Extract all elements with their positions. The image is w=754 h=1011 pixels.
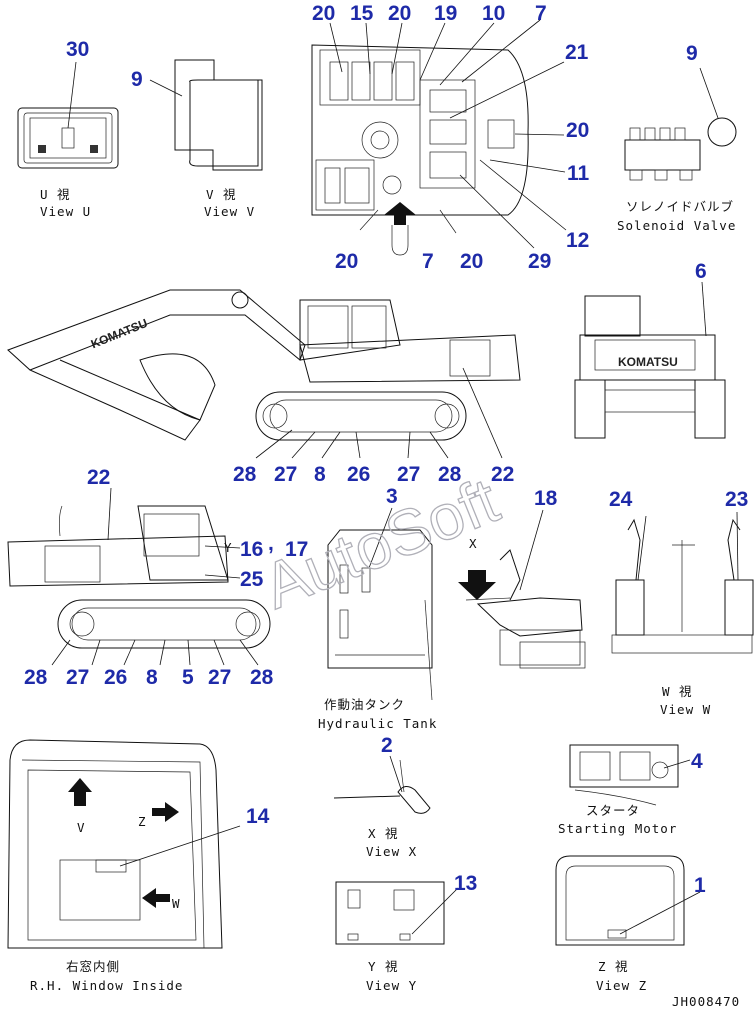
- callout-22-left: 22: [87, 466, 110, 489]
- view-u-label: View U: [40, 204, 91, 219]
- callout-1: 1: [694, 874, 706, 897]
- view-x-label-jp: X 視: [368, 826, 399, 841]
- callout-23: 23: [725, 488, 748, 511]
- callout-9-solenoid: 9: [686, 42, 698, 65]
- view-u-label-jp: U 視: [40, 187, 71, 202]
- callout-26-mid: 26: [347, 463, 370, 486]
- comma-separator: ,: [268, 532, 274, 555]
- view-u-drawing: [17, 61, 119, 169]
- view-y-label-jp: Y 視: [368, 959, 399, 974]
- callout-27-left-a: 27: [66, 666, 89, 689]
- callout-27-mid-a: 27: [274, 463, 297, 486]
- callout-8-mid: 8: [314, 463, 326, 486]
- top-view-drawing: [311, 19, 567, 256]
- solenoid-valve-drawing: [624, 67, 737, 181]
- control-drawing: [458, 509, 586, 669]
- hydraulic-tank-label-jp: 作動油タンク: [324, 697, 405, 712]
- letter-v: V: [77, 820, 86, 835]
- window-label-jp: 右窓内側: [66, 959, 120, 974]
- callout-10: 10: [482, 2, 505, 25]
- callout-18: 18: [534, 487, 558, 510]
- callout-27-left-b: 27: [208, 666, 231, 689]
- view-y-label: View Y: [366, 978, 417, 993]
- view-w-label: View W: [660, 702, 711, 717]
- callout-29: 29: [528, 250, 551, 273]
- callout-20-top-a: 20: [312, 2, 335, 25]
- callout-2: 2: [381, 734, 393, 757]
- callout-27-mid-b: 27: [397, 463, 420, 486]
- callout-28-left-a: 28: [24, 666, 48, 689]
- komatsu-logo-boom: KOMATSU: [89, 316, 150, 351]
- view-v-drawing: [149, 59, 263, 171]
- callout-20-top-b: 20: [388, 2, 411, 25]
- callout-3: 3: [386, 485, 398, 508]
- view-w-label-jp: W 視: [662, 684, 693, 699]
- callout-8-left: 8: [146, 666, 158, 689]
- callout-6: 6: [695, 260, 707, 283]
- callout-7-bottom: 7: [422, 250, 434, 273]
- callout-26-left: 26: [104, 666, 127, 689]
- window-inside-drawing: [7, 739, 241, 949]
- letter-w: W: [172, 896, 181, 911]
- view-y-drawing: [335, 881, 459, 945]
- callout-5: 5: [182, 666, 194, 689]
- callout-4: 4: [691, 750, 703, 773]
- view-x-label: View X: [366, 844, 417, 859]
- view-z-drawing: [555, 855, 701, 946]
- letter-z: Z: [138, 814, 147, 829]
- callout-19: 19: [434, 2, 457, 25]
- callout-20-right: 20: [566, 119, 589, 142]
- callout-24: 24: [609, 488, 633, 511]
- view-z-label-jp: Z 視: [598, 959, 629, 974]
- callout-15: 15: [350, 2, 374, 25]
- callout-13: 13: [454, 872, 477, 895]
- excavator-left-drawing: [7, 487, 271, 666]
- callout-25: 25: [240, 568, 264, 591]
- callout-17: 17: [285, 538, 308, 561]
- letter-y: Y: [224, 540, 233, 555]
- callout-11: 11: [567, 162, 590, 185]
- hydraulic-tank-drawing: [327, 507, 433, 701]
- rear-view-drawing: KOMATSU: [574, 281, 726, 439]
- callout-30: 30: [66, 38, 89, 61]
- komatsu-logo-rear: KOMATSU: [618, 355, 678, 369]
- callout-9-view-v: 9: [131, 68, 143, 91]
- drawing-code: JH008470: [672, 994, 740, 1009]
- window-label: R.H. Window Inside: [30, 978, 183, 993]
- callout-16: 16: [240, 538, 263, 561]
- callout-28-mid-b: 28: [438, 463, 462, 486]
- solenoid-label-jp: ソレノイドバルブ: [626, 199, 734, 214]
- solenoid-label: Solenoid Valve: [617, 218, 736, 233]
- callout-20-bottom-left: 20: [335, 250, 358, 273]
- view-v-label-jp: V 視: [206, 187, 237, 202]
- callout-7-top: 7: [535, 2, 547, 25]
- excavator-side-drawing: KOMATSU: [7, 289, 521, 459]
- starter-label: Starting Motor: [558, 821, 677, 836]
- callout-14: 14: [246, 805, 270, 828]
- callout-28-left-b: 28: [250, 666, 274, 689]
- view-v-label: View V: [204, 204, 255, 219]
- starting-motor-drawing: [569, 744, 691, 806]
- hydraulic-tank-label: Hydraulic Tank: [318, 716, 437, 731]
- starter-label-jp: スタータ: [586, 803, 640, 818]
- callout-22-mid: 22: [491, 463, 514, 486]
- callout-21: 21: [565, 41, 589, 64]
- callout-20-bottom-right: 20: [460, 250, 483, 273]
- watermark: AutoSoft: [253, 464, 508, 623]
- view-w-drawing: [611, 511, 754, 654]
- callout-12: 12: [566, 229, 589, 252]
- letter-x: X: [469, 536, 478, 551]
- view-z-label: View Z: [596, 978, 647, 993]
- view-x-drawing: [333, 755, 431, 814]
- callout-28-mid-a: 28: [233, 463, 257, 486]
